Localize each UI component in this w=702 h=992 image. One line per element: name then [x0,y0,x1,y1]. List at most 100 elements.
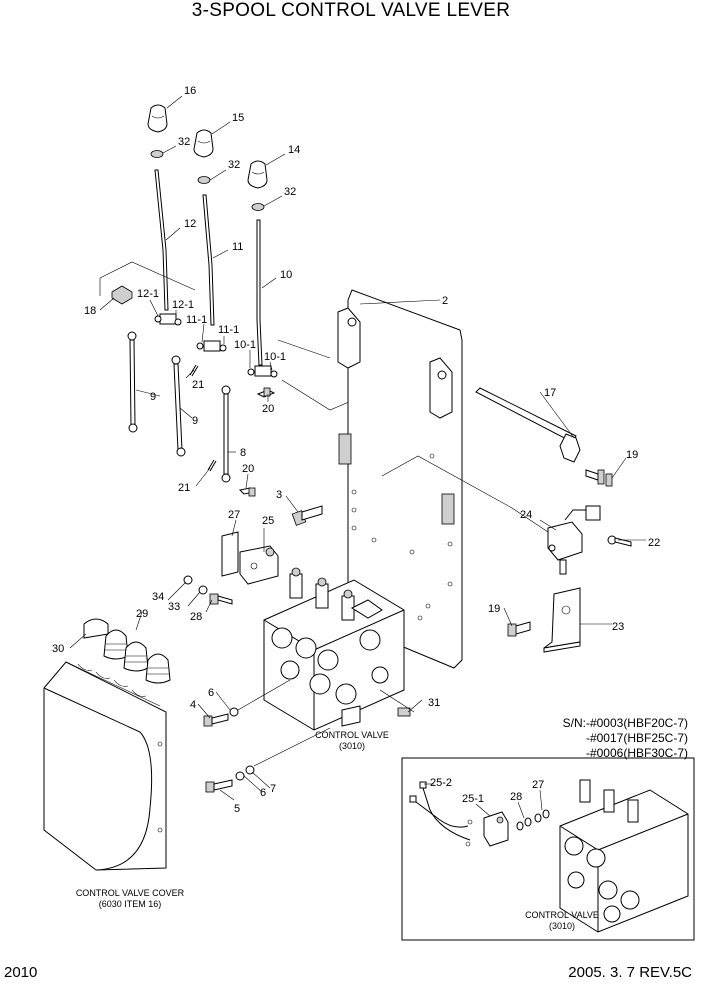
bolt-19b [507,621,531,637]
callout-20a: 20 [262,403,274,415]
switch-24 [547,505,601,575]
pin-10-1a [247,368,255,376]
pivot-12 [159,313,177,325]
callout-9a: 9 [150,391,156,403]
control-valve [263,567,405,731]
inset-valve-caption: CONTROL VALVE [525,910,599,920]
serial-number-note: S/N:-#0003(HBF20C-7) -#0017(HBF25C-7) -#… [540,716,688,761]
link-rod-9b [171,355,186,457]
lever-rod-10 [256,219,263,366]
bolt-3 [291,505,323,526]
bracket-27 [221,531,239,577]
page-number: 2010 [4,964,38,981]
screw-28 [209,593,233,605]
callout-16: 16 [184,85,196,97]
cotter-pin-21b [207,459,217,472]
bolt-20b [238,487,256,497]
leader-lines [69,95,646,819]
callout-11-1b: 11-1 [218,324,239,336]
control-valve-cover [43,661,167,871]
bolt-5 [205,765,255,793]
serial-line-2: -#0017(HBF25C-7) [585,731,688,745]
callout-2: 2 [442,295,448,307]
pin-11-1a [196,342,204,350]
callout-31: 31 [428,697,440,709]
inset-callout-25-2: 25-2 [430,777,452,789]
callout-19a: 19 [626,449,638,461]
control-valve-caption-ref: (3010) [339,741,365,751]
callout-32c: 32 [284,186,296,198]
pin-11-1b [219,344,227,352]
cotter-pin-21a [189,364,199,377]
lever-knob-14 [247,160,268,189]
shaft-17 [475,387,581,463]
callout-22: 22 [648,537,660,549]
bolt-20a [256,387,276,398]
diagram-title: 3-SPOOL CONTROL VALVE LEVER [191,0,511,21]
inset-control-valve [559,779,689,933]
callout-10-1a: 10-1 [234,339,256,351]
pivot-10 [254,365,272,377]
lever-rod-11 [202,194,215,326]
callout-12-1b: 12-1 [172,299,194,311]
callout-32b: 32 [228,159,240,171]
pivot-11 [203,340,221,352]
link-rod-9a [127,331,138,433]
pin-12-1b [174,318,182,326]
callout-17: 17 [544,387,556,399]
revision-date: 2005. 3. 7 REV.5C [568,964,692,981]
callout-12-1a: 12-1 [137,288,159,300]
callout-33: 33 [168,601,180,613]
callout-14: 14 [288,144,300,156]
callout-4: 4 [190,699,196,711]
callout-11: 11 [232,241,243,253]
callout-10-1b: 10-1 [264,351,286,363]
callout-28: 28 [190,611,202,623]
inset-valve-caption-ref: (3010) [549,921,575,931]
bracket-23 [543,587,581,653]
cover-caption-ref: (6030 ITEM 16) [99,899,162,909]
nut-32a [150,150,164,158]
callout-29: 29 [136,608,148,620]
control-valve-caption: CONTROL VALVE [315,730,389,740]
lever-knob-15 [193,129,214,158]
boot-30 [83,618,109,639]
callout-20b: 20 [242,463,254,475]
inset-callout-28: 28 [510,791,522,803]
inset-frame [401,757,695,941]
inset-switch-25-1 [483,811,509,847]
switch-25 [239,545,279,585]
washer-33 [198,585,208,595]
callout-27: 27 [228,509,240,521]
callout-21b: 21 [178,482,190,494]
callout-8: 8 [240,447,246,459]
nut-32c [251,203,265,211]
pin-12-1a [154,315,162,323]
inset-callout-27: 27 [532,779,544,791]
inset-washers-28-27 [516,809,550,831]
lever-rod-12 [154,169,169,311]
callout-7: 7 [270,783,276,795]
callout-32a: 32 [178,136,190,148]
callout-23: 23 [612,621,624,633]
lever-knob-16 [147,104,168,133]
callout-18: 18 [84,305,96,317]
callout-11-1a: 11-1 [186,314,207,326]
callout-19b: 19 [488,603,500,615]
bolt-19a [585,469,613,487]
callout-5: 5 [234,803,240,815]
callout-24: 24 [520,509,532,521]
serial-line-1: S/N:-#0003(HBF20C-7) [562,716,688,730]
serial-line-3: -#0006(HBF30C-7) [585,746,688,760]
fitting-31 [397,707,411,717]
callout-6a: 6 [208,687,214,699]
inset-wire-harness-25-2 [409,781,473,847]
link-rod-8 [221,385,231,483]
screw-22 [607,535,632,547]
callout-25: 25 [262,515,274,527]
callout-34: 34 [152,591,164,603]
boots-29 [103,629,171,684]
callout-6b: 6 [260,787,266,799]
nut-32b [197,176,211,184]
